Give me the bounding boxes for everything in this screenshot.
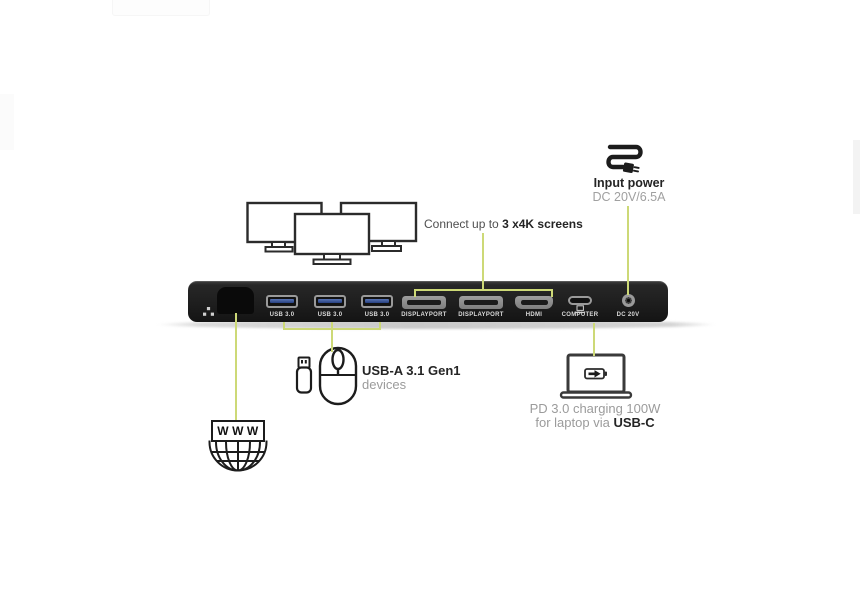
- displayport-port-1: [402, 296, 446, 309]
- page-artifact-tab: [112, 0, 210, 16]
- dock-surface-shadow: [156, 320, 716, 329]
- pd-charging-note: PD 3.0 charging 100W for laptop via USB-…: [510, 402, 680, 430]
- dc-port-label: DC 20V: [616, 312, 640, 318]
- www-label: WWW: [217, 424, 262, 438]
- usb-tongue: [365, 298, 389, 303]
- charging-laptop-icon: [559, 353, 633, 399]
- usb-devices-title: USB-A 3.1 Gen1: [362, 363, 461, 378]
- usb-port-label: USB 3.0: [364, 312, 390, 318]
- pd-charging-line2-regular: for laptop via: [535, 415, 614, 430]
- input-power-title: Input power: [593, 176, 665, 190]
- hdmi-port: [515, 296, 553, 309]
- docking-station: USB 3.0 USB 3.0 USB 3.0 DISPLAYPORT DISP…: [188, 281, 668, 322]
- displayport-label: DISPLAYPORT: [401, 312, 447, 318]
- connect-screens-bold: 3 x4K screens: [502, 217, 583, 231]
- laptop-glyph-icon: [575, 305, 585, 314]
- lan-triangle-icon: [203, 307, 214, 316]
- power-plug-cable-icon: [606, 144, 643, 174]
- page-artifact-left-strip: [0, 94, 14, 150]
- usb-c-computer-port: [568, 296, 592, 305]
- usb-flash-drive-icon: [295, 356, 313, 394]
- hdmi-label: HDMI: [525, 312, 543, 318]
- pd-charging-line2-bold: USB-C: [613, 415, 655, 430]
- port-slot: [520, 300, 548, 305]
- input-power-spec: DC 20V/6.5A: [592, 189, 666, 204]
- usb-a-port-1: [266, 295, 298, 308]
- usb-tongue: [270, 298, 294, 303]
- usb-a-port-2: [314, 295, 346, 308]
- pd-charging-line2: for laptop via USB-C: [510, 416, 680, 430]
- port-slot: [464, 300, 498, 305]
- three-4k-monitors-icon: [246, 201, 418, 265]
- usb-port-label: USB 3.0: [269, 312, 295, 318]
- ethernet-port: [217, 287, 254, 314]
- mouse-icon: [318, 346, 358, 406]
- connect-screens-regular: Connect up to: [424, 217, 503, 231]
- displayport-port-2: [459, 296, 503, 309]
- dc-power-jack: [621, 294, 635, 307]
- port-slot: [407, 300, 441, 305]
- www-label-box: WWW: [211, 420, 265, 442]
- pd-charging-line1: PD 3.0 charging 100W: [529, 401, 661, 416]
- usb-devices-subtitle: devices: [362, 376, 407, 392]
- displayport-label: DISPLAYPORT: [458, 312, 504, 318]
- usb-tongue: [318, 298, 342, 303]
- page-artifact-right-strip: [853, 140, 860, 214]
- usb-devices-note: USB-A 3.1 Gen1 devices: [362, 364, 461, 391]
- connect-screens-note: Connect up to 3 x4K screens: [424, 217, 583, 231]
- usb-a-port-3: [361, 295, 393, 308]
- usb-port-label: USB 3.0: [317, 312, 343, 318]
- input-power-note: Input power DC 20V/6.5A: [559, 176, 699, 204]
- computer-port-label: COMPUTER: [561, 312, 599, 318]
